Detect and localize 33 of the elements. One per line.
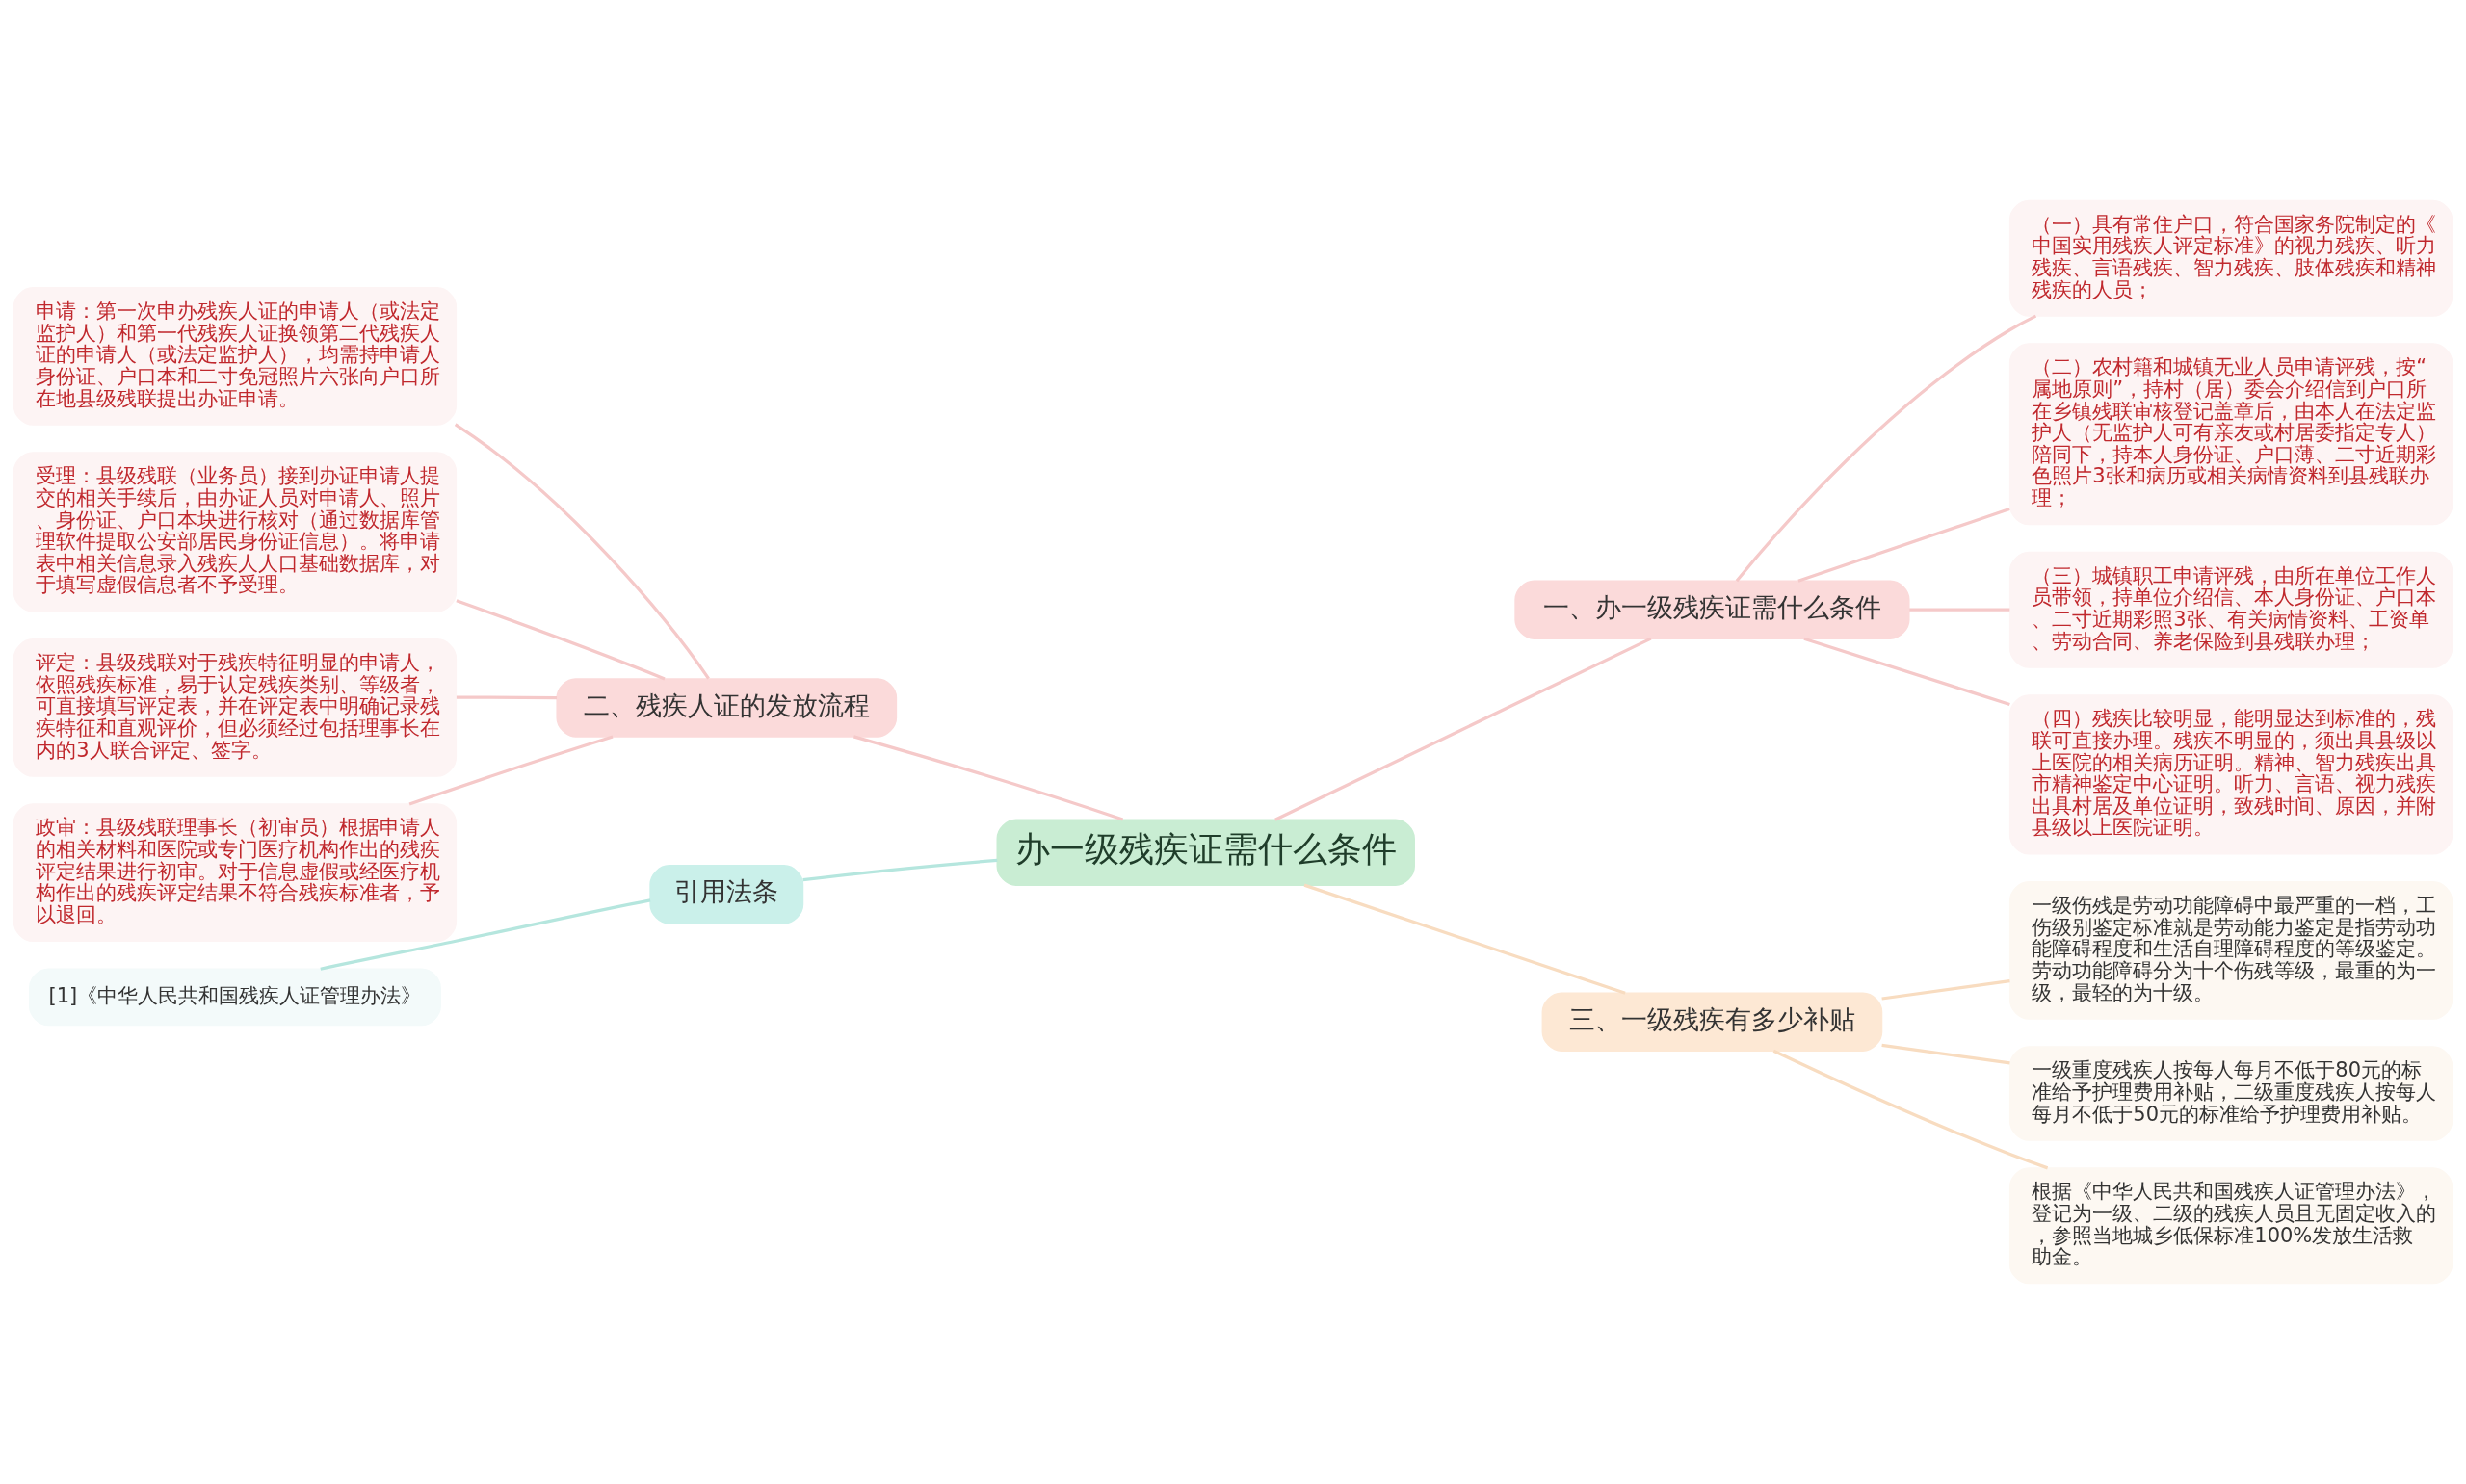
node-box: （四）残疾比较明显，能明显达到标准的，残联可直接办理。残疾不明显的，须出具县级以上医院的相关病历证明。精神、智力残疾出具市精神鉴定中心证明。听力、言语、视力残疾出具村居及单位证明，致残时间、原因，并附县级以上医院证明。 xyxy=(2008,694,2453,855)
connector xyxy=(408,735,614,806)
node-box: 一级伤残是劳动功能障碍中最严重的一档，工伤级别鉴定标准就是劳动能力鉴定是指劳动功能障碍程度和生活自理障碍程度的等级鉴定。劳动功能障碍分为十个伤残等级，最重的为一级，最轻的为十级。 xyxy=(2008,881,2453,1020)
node-box: 一、办一级残疾证需什么条件 xyxy=(1514,580,1910,639)
connector xyxy=(853,735,1124,821)
connector xyxy=(802,858,998,882)
connector xyxy=(1303,883,1626,995)
connector xyxy=(1881,1043,2010,1065)
node-box: 三、一级残疾有多少补贴 xyxy=(1541,992,1883,1052)
node-box: （二）农村籍和城镇无业人员申请评残，按“属地原则”，持村（居）委会介绍信到户口所在乡镇残联审核登记盖章后，由本人在法定监护人（无监护人可有亲友或村居委指定专人）陪同下，持本人身份证、户口薄、二寸近期彩色照片3张和病历或相关病情资料到县残联办理； xyxy=(2008,343,2453,526)
node-box: 根据《中华人民共和国残疾人证管理办法》，登记为一级、二级的残疾人员且无固定收入的，参照当地城乡低保标准100%发放生活救助金。 xyxy=(2008,1167,2453,1285)
connector xyxy=(320,898,651,971)
connector xyxy=(1797,508,2010,583)
node-box: 受理：县级残联（业务员）接到办证申请人提交的相关手续后，由办证人员对申请人、照片、身份证、户口本块进行核对（通过数据库管理软件提取公安部居民身份证信息）。将申请表中相关信息录入残疾人人口基础数据库，对于填写虚假信息者不予受理。 xyxy=(13,452,458,612)
connector xyxy=(1881,978,2010,1001)
connector xyxy=(1274,637,1652,821)
node-box: （三）城镇职工申请评残，由所在单位工作人员带领，持单位介绍信、本人身份证、户口本、二寸近期彩照3张、有关病情资料、工资单、劳动合同、养老保险到县残联办理； xyxy=(2008,551,2453,668)
connector xyxy=(1909,608,2010,612)
connector xyxy=(1772,1049,2049,1170)
connector xyxy=(454,423,710,680)
node-box: [1]《中华人民共和国残疾人证管理办法》 xyxy=(28,968,441,1027)
node-box: 政审：县级残联理事长（初审员）根据申请人的相关材料和医院或专门医疗机构作出的残疾评定结果进行初审。对于信息虚假或经医疗机构作出的残疾评定结果不符合残疾标准者，予以退回。 xyxy=(13,803,458,943)
node-box: （一）具有常住户口，符合国家务院制定的《中国实用残疾人评定标准》的视力残疾、听力残疾、言语残疾、智力残疾、肢体残疾和精神残疾的人员； xyxy=(2008,199,2453,317)
connector xyxy=(456,599,666,681)
connector xyxy=(456,695,558,700)
node-box: 评定：县级残联对于残疾特征明显的申请人，依照残疾标准，易于认定残疾类别、等级者，可直接填写评定表，并在评定表中明确记录残疾特征和直观评价，但必须经过包括理事长在内的3人联合评定、签字。 xyxy=(13,638,458,777)
node-box: 二、残疾人证的发放流程 xyxy=(556,678,898,738)
node-box: 引用法条 xyxy=(649,865,804,924)
node-box: 办一级残疾证需什么条件 xyxy=(996,819,1415,886)
node-box: 申请：第一次申办残疾人证的申请人（或法定监护人）和第一代残疾人证换领第二代残疾人证的申请人（或法定监护人），均需持申请人身份证、户口本和二寸免冠照片六张向户口所在地县级残联提出办证申请。 xyxy=(13,287,458,426)
connector xyxy=(1735,314,2037,583)
node-box: 一级重度残疾人按每人每月不低于80元的标准给予护理费用补贴，二级重度残疾人按每人每月不低于50元的标准给予护理费用补贴。 xyxy=(2008,1046,2453,1141)
connector xyxy=(1803,637,2010,707)
